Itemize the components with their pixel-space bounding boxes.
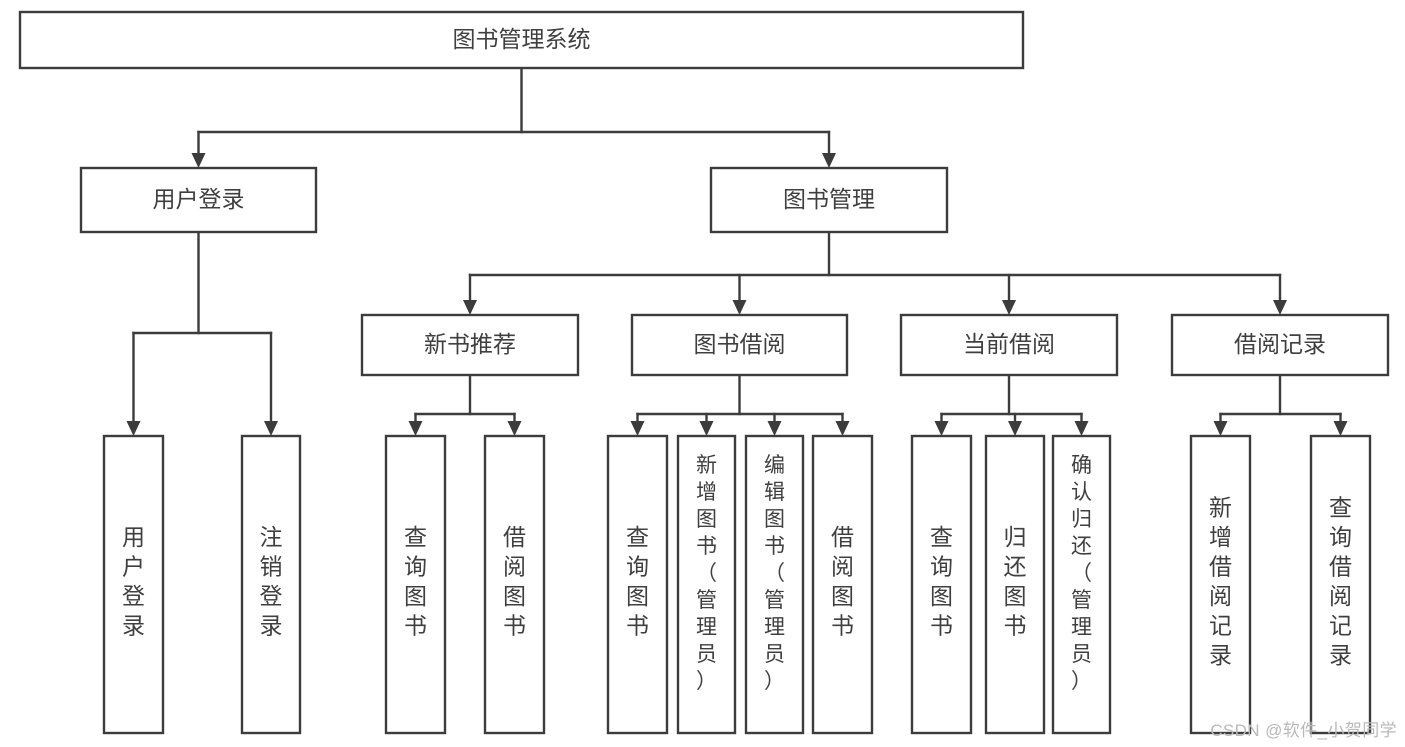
node-leaf-query-book-3-label: 查询图书 xyxy=(930,524,953,639)
current-borrow-to-leaf-return-book-arrowhead xyxy=(1008,421,1022,436)
connector-layer xyxy=(126,66,1348,436)
current-borrow-to-leaf-query-book-3-arrowhead xyxy=(934,421,949,436)
node-new-book-rec-box xyxy=(360,313,580,377)
root-to-user-login-arrowhead xyxy=(191,153,206,168)
node-book-borrow[interactable]: 图书借阅 xyxy=(630,313,849,377)
node-leaf-query-book-1[interactable]: 查询图书 xyxy=(384,434,447,735)
node-leaf-add-record-box xyxy=(1189,434,1252,735)
node-leaf-query-record-label: 查询借阅记录 xyxy=(1329,495,1352,669)
node-leaf-add-book-box xyxy=(676,434,737,735)
node-leaf-user-logout-label: 注销登录 xyxy=(260,524,283,639)
book-manage-to-current-borrow-arrowhead xyxy=(1002,300,1016,315)
node-book-manage-label: 图书管理 xyxy=(783,186,875,212)
borrow-record-to-leaf-query-record-arrowhead xyxy=(1333,421,1348,436)
current-borrow-to-leaf-confirm-return-arrowhead xyxy=(1074,421,1089,436)
root-to-book-manage-arrowhead xyxy=(822,153,836,168)
borrow-record-to-leaf-add-record-arrowhead xyxy=(1213,421,1228,436)
book-manage-to-new-book-rec-arrowhead xyxy=(463,300,477,315)
csdn-watermark: CSDN @软件_小贺同学 xyxy=(1210,721,1397,740)
book-borrow-to-leaf-query-book-2-arrowhead xyxy=(630,421,645,436)
node-leaf-confirm-return-box xyxy=(1051,434,1112,735)
node-leaf-user-login-label: 用户登录 xyxy=(122,524,145,639)
user-login-to-leaf-user-login-arrowhead xyxy=(126,421,141,436)
node-leaf-user-logout[interactable]: 注销登录 xyxy=(240,434,302,735)
node-leaf-add-book-label: 新增图书（管理员） xyxy=(696,454,717,693)
node-user-login-box xyxy=(79,166,318,234)
node-leaf-borrow-book-1[interactable]: 借阅图书 xyxy=(483,434,546,735)
new-book-rec-to-leaf-borrow-book-1-arrowhead xyxy=(507,421,522,436)
node-leaf-borrow-book-1-box xyxy=(483,434,546,735)
node-new-book-rec[interactable]: 新书推荐 xyxy=(360,313,580,377)
node-leaf-query-book-2-label: 查询图书 xyxy=(626,524,649,639)
node-borrow-record[interactable]: 借阅记录 xyxy=(1170,313,1390,377)
new-book-rec-to-leaf-query-book-1-arrowhead xyxy=(408,421,423,436)
node-leaf-query-book-3-box xyxy=(910,434,973,735)
node-leaf-return-book-label: 归还图书 xyxy=(1004,524,1027,639)
node-root[interactable]: 图书管理系统 xyxy=(18,10,1025,70)
book-manage-to-book-borrow-arrowhead xyxy=(732,300,747,315)
node-leaf-edit-book-label: 编辑图书（管理员） xyxy=(764,454,785,693)
node-leaf-query-book-3[interactable]: 查询图书 xyxy=(910,434,973,735)
node-leaf-query-record-box xyxy=(1309,434,1372,735)
node-leaf-borrow-book-1-label: 借阅图书 xyxy=(503,524,526,639)
node-leaf-edit-book-box xyxy=(744,434,805,735)
node-borrow-record-label: 借阅记录 xyxy=(1234,331,1326,357)
node-leaf-add-record[interactable]: 新增借阅记录 xyxy=(1189,434,1252,735)
node-current-borrow[interactable]: 当前借阅 xyxy=(899,313,1119,377)
node-leaf-edit-book[interactable]: 编辑图书（管理员） xyxy=(744,434,805,735)
node-leaf-return-book-box xyxy=(984,434,1046,735)
node-leaf-user-login-box xyxy=(102,434,165,735)
book-borrow-to-leaf-add-book-arrowhead xyxy=(699,421,714,436)
node-new-book-rec-label: 新书推荐 xyxy=(424,331,516,357)
node-leaf-add-record-label: 新增借阅记录 xyxy=(1209,495,1232,669)
node-user-login-label: 用户登录 xyxy=(153,186,245,212)
node-root-box xyxy=(18,10,1025,70)
node-leaf-add-book[interactable]: 新增图书（管理员） xyxy=(676,434,737,735)
node-leaf-return-book[interactable]: 归还图书 xyxy=(984,434,1046,735)
node-root-label: 图书管理系统 xyxy=(453,26,591,52)
node-leaf-user-logout-box xyxy=(240,434,302,735)
node-leaf-borrow-book-2[interactable]: 借阅图书 xyxy=(811,434,874,735)
node-leaf-query-book-2[interactable]: 查询图书 xyxy=(606,434,669,735)
node-leaf-confirm-return-label: 确认归还（管理员） xyxy=(1071,454,1092,693)
node-book-manage[interactable]: 图书管理 xyxy=(709,166,949,234)
node-leaf-query-record[interactable]: 查询借阅记录 xyxy=(1309,434,1372,735)
node-book-borrow-label: 图书借阅 xyxy=(694,331,786,357)
node-book-manage-box xyxy=(709,166,949,234)
book-borrow-to-leaf-borrow-book-2-arrowhead xyxy=(835,421,850,436)
node-leaf-user-login[interactable]: 用户登录 xyxy=(102,434,165,735)
user-login-to-leaf-user-logout-arrowhead xyxy=(264,421,278,436)
node-leaf-query-book-1-label: 查询图书 xyxy=(404,524,427,639)
node-user-login[interactable]: 用户登录 xyxy=(79,166,318,234)
node-current-borrow-box xyxy=(899,313,1119,377)
book-manage-to-borrow-record-arrowhead xyxy=(1273,300,1287,315)
node-borrow-record-box xyxy=(1170,313,1390,377)
node-leaf-query-book-2-box xyxy=(606,434,669,735)
node-leaf-query-book-1-box xyxy=(384,434,447,735)
node-current-borrow-label: 当前借阅 xyxy=(963,331,1055,357)
book-borrow-to-leaf-edit-book-arrowhead xyxy=(767,421,782,436)
node-leaf-borrow-book-2-box xyxy=(811,434,874,735)
node-leaf-confirm-return[interactable]: 确认归还（管理员） xyxy=(1051,434,1112,735)
node-leaf-borrow-book-2-label: 借阅图书 xyxy=(831,524,854,639)
node-layer: 图书管理系统用户登录图书管理新书推荐图书借阅当前借阅借阅记录用户登录注销登录查询… xyxy=(18,10,1390,735)
node-book-borrow-box xyxy=(630,313,849,377)
